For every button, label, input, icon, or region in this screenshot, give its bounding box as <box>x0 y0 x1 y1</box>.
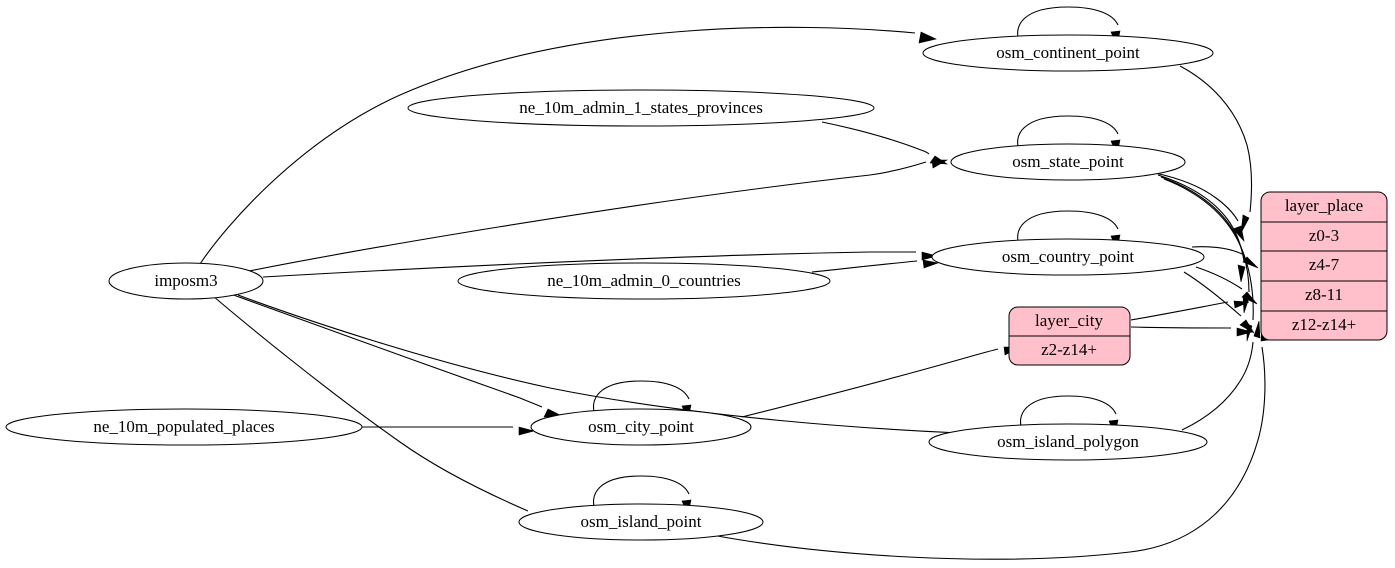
node-label-osm_island_point: osm_island_point <box>581 512 702 531</box>
record-row-layer_place-header: layer_place <box>1285 196 1363 215</box>
edge-osm_country_point-to-layer_place-z12-z14 <box>1183 271 1255 334</box>
edge-ne_populated-to-osm_city_point <box>362 426 536 436</box>
edge-osm_island_polygon-to-layer_place-z12-z14 <box>1181 320 1261 431</box>
edge-osm_country_point-to-layer_place-z8-11 <box>1195 266 1258 305</box>
edge-imposm3-to-osm_island_point <box>212 295 549 521</box>
record-row-layer_place-z4-7[interactable]: z4-7 <box>1309 255 1340 274</box>
edge-osm_state_point-to-layer_place-z0-3 <box>1154 172 1245 242</box>
edge-layer <box>199 6 1269 560</box>
node-osm_continent_point[interactable]: osm_continent_point <box>922 34 1214 72</box>
node-osm_city_point[interactable]: osm_city_point <box>530 408 752 446</box>
edge-ne_countries-to-osm_country_point <box>811 259 940 273</box>
record-node-layer_city[interactable]: layer_city z2-z14+ <box>1008 306 1131 366</box>
edge-imposm3-to-osm_country_point <box>262 251 939 278</box>
edge-osm_continent_point-to-layer_place-z0-3 <box>1179 65 1253 234</box>
node-osm_island_point[interactable]: osm_island_point <box>518 503 764 541</box>
node-imposm3[interactable]: imposm3 <box>108 262 264 300</box>
node-label-osm_city_point: osm_city_point <box>588 417 694 436</box>
node-osm_state_point[interactable]: osm_state_point <box>950 143 1186 181</box>
record-row-layer_place-z8-11[interactable]: z8-11 <box>1305 285 1343 304</box>
record-node-layer_place[interactable]: layer_place z0-3 z4-7 z8-11 z12-z14+ <box>1260 191 1388 341</box>
node-label-ne_states: ne_10m_admin_1_states_provinces <box>519 98 763 117</box>
node-ne_10m_admin_1_states_provinces[interactable]: ne_10m_admin_1_states_provinces <box>407 89 875 127</box>
node-label-ne_countries: ne_10m_admin_0_countries <box>547 271 741 290</box>
node-osm_island_polygon[interactable]: osm_island_polygon <box>928 423 1208 461</box>
edge-imposm3-to-osm_continent_point <box>199 26 937 265</box>
node-label-imposm3: imposm3 <box>154 271 217 290</box>
node-layer: imposm3 ne_10m_admin_1_states_provinces … <box>5 34 1214 541</box>
node-label-osm_continent_point: osm_continent_point <box>996 43 1140 62</box>
node-osm_country_point[interactable]: osm_country_point <box>931 238 1205 276</box>
record-row-layer_place-z12-z14[interactable]: z12-z14+ <box>1292 315 1356 334</box>
node-label-ne_populated: ne_10m_populated_places <box>93 417 274 436</box>
edge-osm_city_point-to-layer_city-z2-z14 <box>741 346 1021 418</box>
node-label-osm_country_point: osm_country_point <box>1002 247 1134 266</box>
edge-imposm3-to-osm_state_point <box>248 159 949 272</box>
node-ne_10m_admin_0_countries[interactable]: ne_10m_admin_0_countries <box>457 262 831 300</box>
node-label-osm_island_polygon: osm_island_polygon <box>997 432 1139 451</box>
record-row-layer_place-z0-3[interactable]: z0-3 <box>1309 226 1339 245</box>
edge-ne_states-to-osm_state_point <box>821 121 949 165</box>
node-ne_10m_populated_places[interactable]: ne_10m_populated_places <box>5 408 363 446</box>
edge-layer_city-to-layer_place-z8-11 <box>1130 300 1250 321</box>
record-row-layer_city-header: layer_city <box>1035 311 1103 330</box>
edge-imposm3-to-osm_city_point <box>227 292 564 418</box>
edge-layer_city-to-layer_place-z12-z14 <box>1130 326 1254 337</box>
record-row-layer_city-z2-z14[interactable]: z2-z14+ <box>1041 340 1097 359</box>
record-node-layer: layer_city z2-z14+ layer_place z0-3 z4-7… <box>1008 191 1388 366</box>
edge-osm_country_point-to-layer_place-z4-7 <box>1191 246 1259 269</box>
node-label-osm_state_point: osm_state_point <box>1012 152 1124 171</box>
